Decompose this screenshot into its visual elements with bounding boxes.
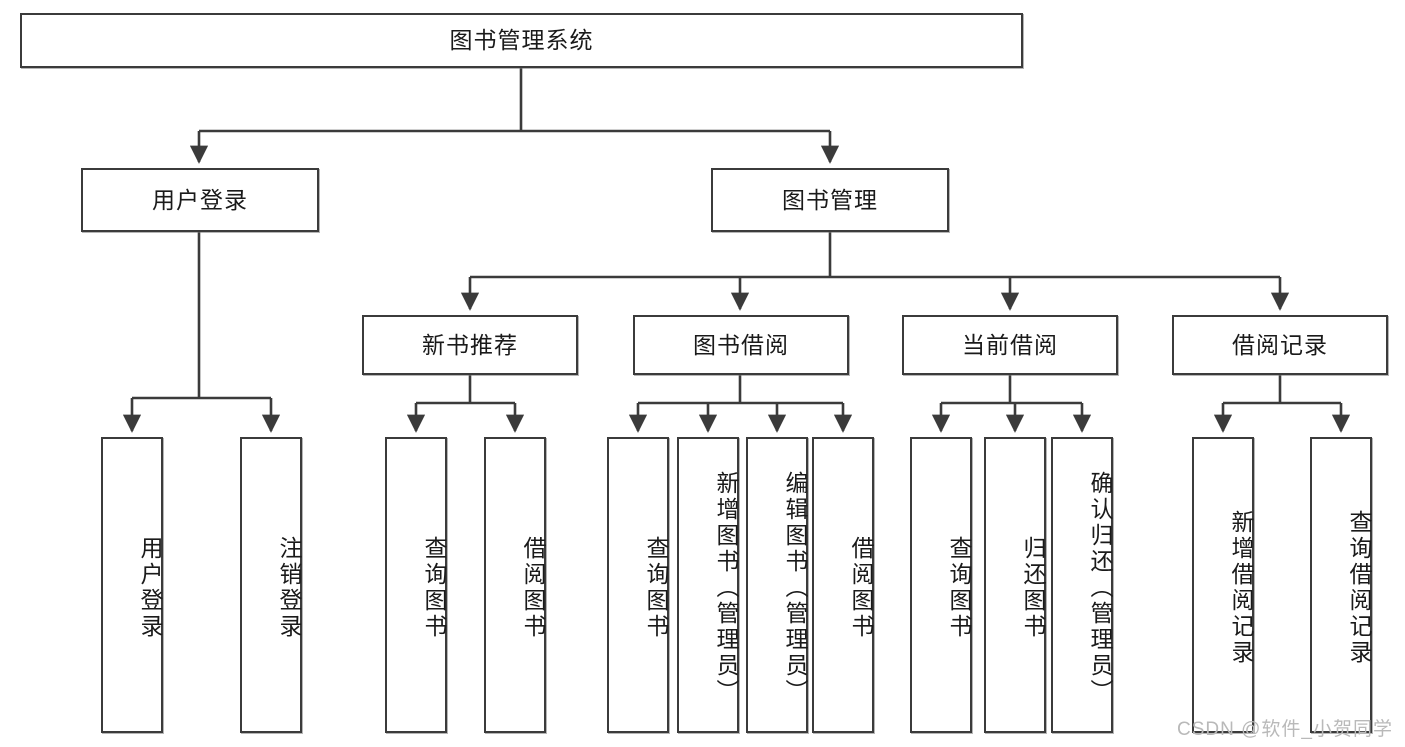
node-label: 用户登录	[152, 186, 248, 213]
node-label: 注销登录	[276, 536, 302, 640]
leaf-add-borrow-record[interactable]: 新增借阅记录	[1192, 437, 1254, 733]
node-label: 图书管理	[782, 186, 878, 213]
node-label: 新增借阅记录	[1228, 510, 1254, 666]
leaf-query-book-current[interactable]: 查询图书	[910, 437, 972, 733]
node-label: 查询图书	[946, 536, 972, 640]
leaf-confirm-return-admin[interactable]: 确认归还（管理员）	[1051, 437, 1113, 733]
leaf-user-login[interactable]: 用户登录	[101, 437, 163, 733]
node-label: 新书推荐	[422, 331, 518, 358]
node-label: 借阅图书	[848, 536, 874, 640]
node-label: 图书借阅	[693, 331, 789, 358]
node-current-borrow[interactable]: 当前借阅	[902, 315, 1118, 375]
node-root-system[interactable]: 图书管理系统	[20, 13, 1023, 68]
node-label: 查询借阅记录	[1346, 510, 1372, 666]
leaf-query-book-recommend[interactable]: 查询图书	[385, 437, 447, 733]
leaf-query-borrow-record[interactable]: 查询借阅记录	[1310, 437, 1372, 733]
leaf-edit-book-admin[interactable]: 编辑图书（管理员）	[746, 437, 808, 733]
node-label: 确认归还（管理员）	[1087, 471, 1113, 705]
leaf-borrow-book-recommend[interactable]: 借阅图书	[484, 437, 546, 733]
node-new-book-recommend[interactable]: 新书推荐	[362, 315, 578, 375]
node-label: 借阅记录	[1232, 331, 1328, 358]
leaf-logout[interactable]: 注销登录	[240, 437, 302, 733]
node-book-management[interactable]: 图书管理	[711, 168, 949, 232]
node-label: 新增图书（管理员）	[713, 471, 739, 705]
node-borrow-record[interactable]: 借阅记录	[1172, 315, 1388, 375]
node-label: 查询图书	[643, 536, 669, 640]
leaf-query-book[interactable]: 查询图书	[607, 437, 669, 733]
node-label: 当前借阅	[962, 331, 1058, 358]
node-label: 借阅图书	[520, 536, 546, 640]
node-label: 用户登录	[137, 536, 163, 640]
node-label: 查询图书	[421, 536, 447, 640]
leaf-add-book-admin[interactable]: 新增图书（管理员）	[677, 437, 739, 733]
node-book-borrow[interactable]: 图书借阅	[633, 315, 849, 375]
node-label: 图书管理系统	[449, 27, 594, 53]
leaf-return-book[interactable]: 归还图书	[984, 437, 1046, 733]
node-user-login[interactable]: 用户登录	[81, 168, 319, 232]
watermark: CSDN @软件_小贺同学	[1177, 719, 1393, 740]
leaf-borrow-book[interactable]: 借阅图书	[812, 437, 874, 733]
node-label: 归还图书	[1020, 536, 1046, 640]
node-label: 编辑图书（管理员）	[782, 471, 808, 705]
